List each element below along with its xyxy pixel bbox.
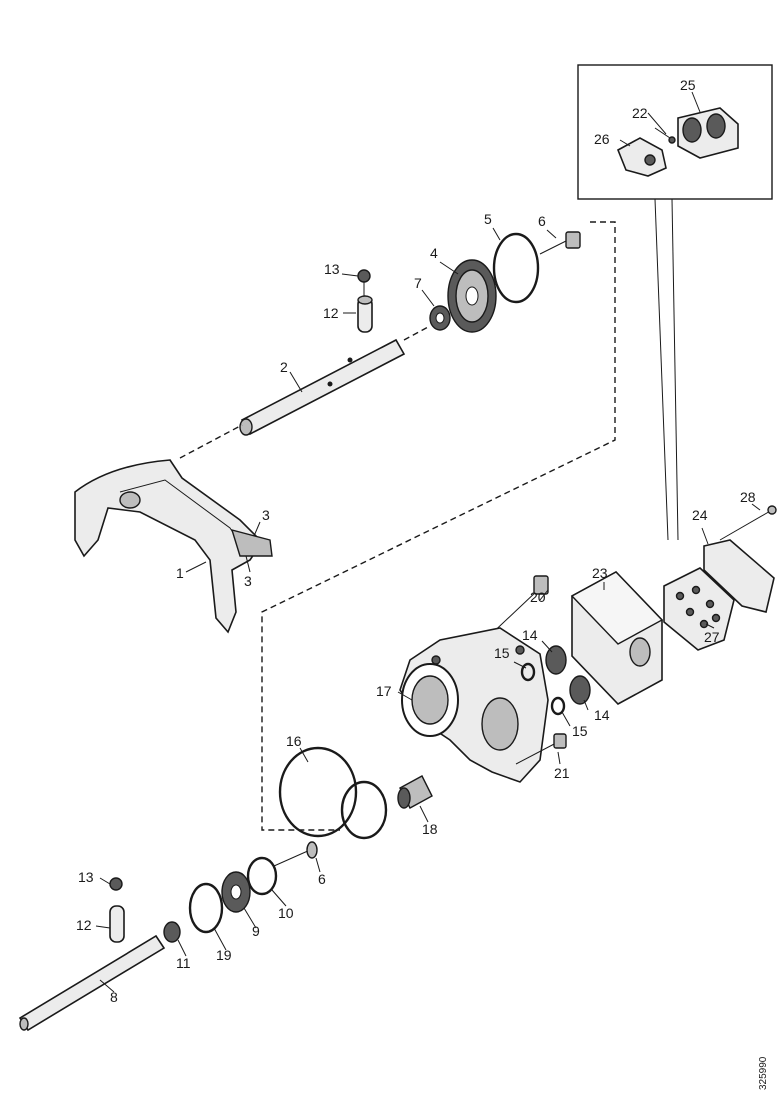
part-gasket-plate bbox=[663, 567, 735, 651]
part-coupling bbox=[397, 775, 433, 809]
part-gear-disc bbox=[447, 259, 497, 333]
part-o-ring-lower bbox=[246, 856, 278, 896]
part-o-ring-upper bbox=[492, 232, 540, 304]
callout-10: 10 bbox=[278, 905, 294, 921]
callout-14-lower: 14 bbox=[594, 707, 610, 723]
callout-12-lower: 12 bbox=[76, 917, 92, 933]
callout-13-lower: 13 bbox=[78, 869, 94, 885]
part-shaft-lower bbox=[18, 934, 166, 1032]
part-pinion-lower bbox=[569, 675, 591, 705]
part-pinion-upper bbox=[545, 645, 567, 675]
part-ring-upper bbox=[520, 662, 536, 682]
callout-2: 2 bbox=[280, 359, 288, 375]
callout-3a: 3 bbox=[262, 507, 270, 523]
callout-19: 19 bbox=[216, 947, 232, 963]
callout-16: 16 bbox=[286, 733, 302, 749]
callout-21: 21 bbox=[554, 765, 570, 781]
callout-11: 11 bbox=[176, 955, 191, 971]
callout-22: 22 bbox=[632, 105, 648, 121]
assembly-boundary-line bbox=[261, 221, 616, 831]
part-pin-lower bbox=[109, 877, 125, 943]
callout-18: 18 bbox=[422, 821, 438, 837]
part-ring-lower bbox=[550, 696, 566, 716]
part-housing bbox=[399, 627, 549, 783]
part-gear-lower bbox=[221, 871, 251, 913]
callout-1: 1 bbox=[176, 565, 184, 581]
detail-inset bbox=[577, 64, 773, 541]
part-pin-upper bbox=[357, 269, 373, 333]
callout-25: 25 bbox=[680, 77, 696, 93]
callout-6-upper: 6 bbox=[538, 213, 546, 229]
callout-17: 17 bbox=[376, 683, 392, 699]
callout-27: 27 bbox=[704, 629, 720, 645]
callout-9: 9 bbox=[252, 923, 260, 939]
callout-24: 24 bbox=[692, 507, 708, 523]
part-valve-block bbox=[570, 571, 664, 705]
part-bolt-lower-housing bbox=[515, 733, 567, 765]
callout-15-lower: 15 bbox=[572, 723, 588, 739]
callout-12-upper: 12 bbox=[323, 305, 339, 321]
callout-4: 4 bbox=[430, 245, 438, 261]
callout-28: 28 bbox=[740, 489, 756, 505]
callout-13-upper: 13 bbox=[324, 261, 340, 277]
callout-3b: 3 bbox=[244, 573, 252, 589]
part-shift-fork bbox=[74, 459, 273, 634]
part-cover-screw bbox=[719, 505, 777, 541]
part-housing-gasket bbox=[278, 746, 388, 840]
callout-5: 5 bbox=[484, 211, 492, 227]
part-bolt-upper bbox=[539, 231, 581, 255]
callout-6-lower: 6 bbox=[318, 871, 326, 887]
callout-7: 7 bbox=[414, 275, 422, 291]
callout-26: 26 bbox=[594, 131, 610, 147]
part-small-gear-lower bbox=[163, 921, 181, 943]
callout-14-upper: 14 bbox=[522, 627, 538, 643]
part-shaft-upper bbox=[179, 325, 431, 459]
leader-lines bbox=[95, 91, 761, 993]
callout-20: 20 bbox=[530, 589, 546, 605]
part-cover-plate bbox=[703, 539, 775, 613]
callout-15-upper: 15 bbox=[494, 645, 510, 661]
part-bolt-lower bbox=[273, 841, 318, 867]
callout-23: 23 bbox=[592, 565, 608, 581]
part-ring-lower-large bbox=[188, 882, 224, 934]
part-small-gear-upper bbox=[429, 305, 451, 331]
document-id: 325990 bbox=[758, 1056, 769, 1090]
callout-8: 8 bbox=[110, 989, 118, 1005]
